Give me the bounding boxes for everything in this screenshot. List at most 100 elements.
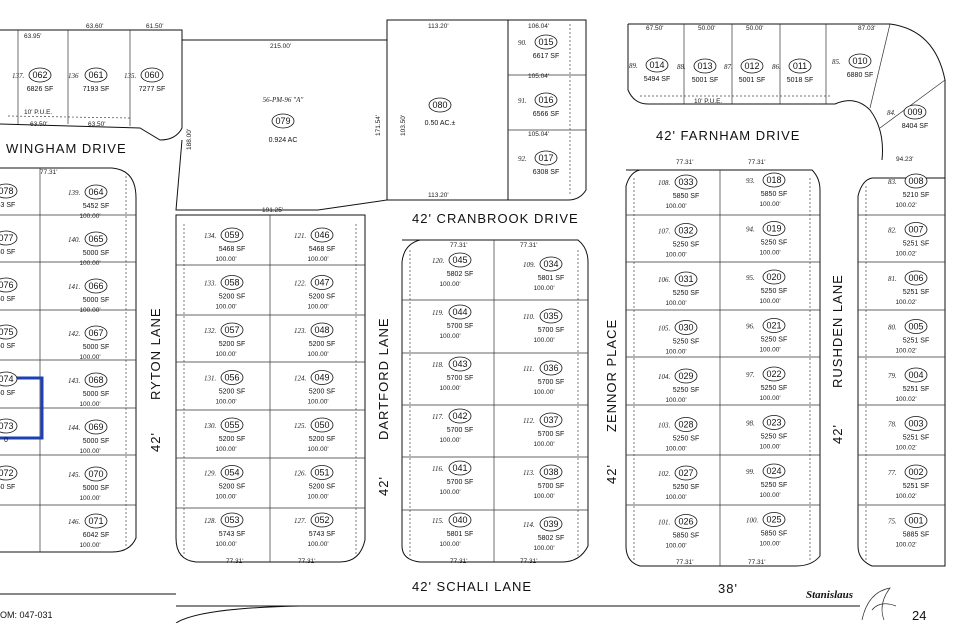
lot-number: 126. <box>294 470 307 478</box>
parcel-sf: 6308 SF <box>533 169 559 176</box>
parcel-sf: 50 SF <box>0 484 15 491</box>
parcel-apn: 022 <box>766 369 781 379</box>
parcel-076[interactable]: 07650 SF <box>0 277 18 303</box>
parcel-080[interactable]: 080 0.50 AC.± <box>425 97 456 127</box>
parcel-apn: 038 <box>543 467 558 477</box>
parcel-074[interactable]: 07450 SF <box>0 371 18 397</box>
parcel-sf: 5700 SF <box>447 375 473 382</box>
parcel-oval <box>0 324 18 340</box>
parcel-oval <box>84 372 108 388</box>
parcel-077[interactable]: 07750 SF <box>0 230 18 256</box>
parcel-079[interactable]: 56-PM-96 "A" 079 0.924 AC <box>263 96 304 144</box>
parcel-075[interactable]: 07550 SF <box>0 324 18 350</box>
parcel-oval <box>448 408 472 424</box>
parcel-072[interactable]: 07250 SF <box>0 465 18 491</box>
dim-label: 100.00' <box>215 399 236 406</box>
lot-number: 101. <box>658 519 671 527</box>
parcel-oval <box>674 223 698 238</box>
parcel-apn: 037 <box>543 415 558 425</box>
parcel-oval <box>84 278 108 294</box>
dim-label: 10' P.U.E. <box>694 98 722 105</box>
parcel-apn: 053 <box>224 515 239 525</box>
lot-number: 105. <box>658 325 671 333</box>
parcel-oval <box>0 371 18 387</box>
parcel-078[interactable]: 07843 SF <box>0 183 18 209</box>
parcel-oval <box>220 322 244 338</box>
parcel-apn: 012 <box>744 61 759 71</box>
dim-label: 106.04' <box>528 23 549 30</box>
